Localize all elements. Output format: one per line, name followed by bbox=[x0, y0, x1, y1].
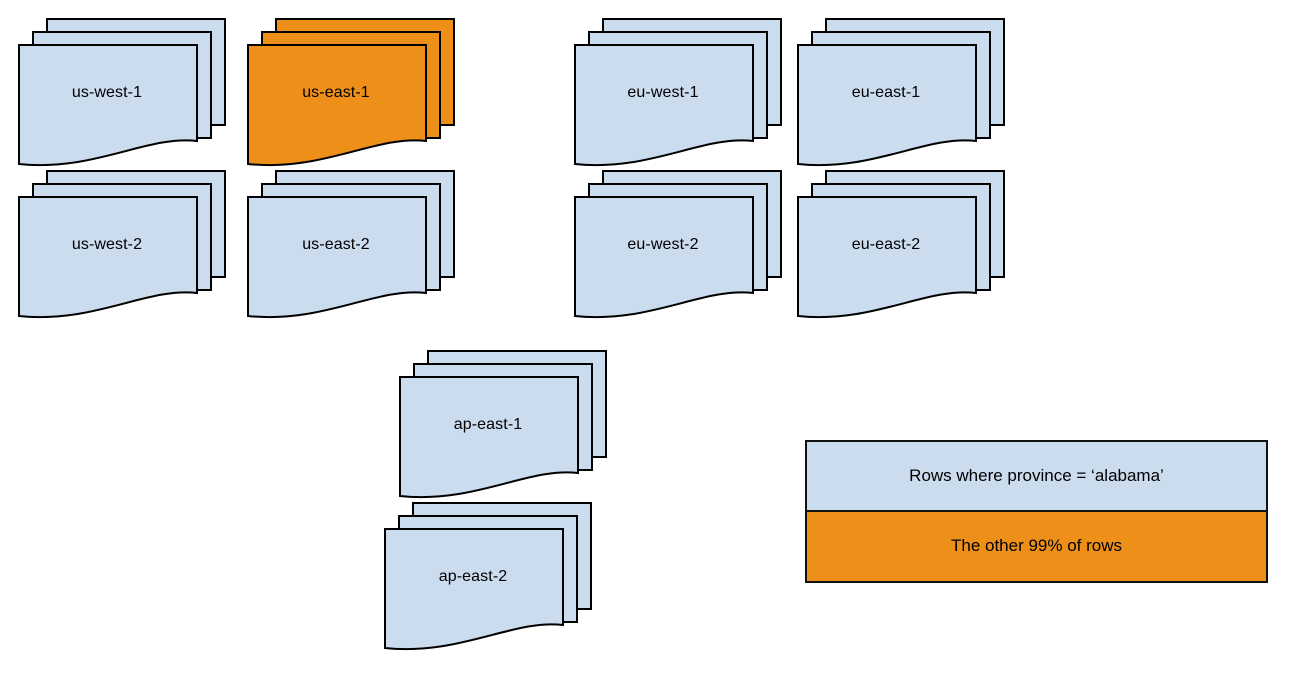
legend-label-rows-other: The other 99% of rows bbox=[950, 536, 1123, 556]
stack-sheet-front bbox=[797, 44, 977, 167]
region-stack-ap-east-1[interactable]: ap-east-1 bbox=[399, 350, 619, 520]
region-stack-eu-west-1[interactable]: eu-west-1 bbox=[574, 18, 794, 188]
legend-row-rows-matching: Rows where province = ‘alabama’ bbox=[807, 442, 1266, 512]
region-stack-us-west-1[interactable]: us-west-1 bbox=[18, 18, 238, 188]
region-stack-eu-east-2[interactable]: eu-east-2 bbox=[797, 170, 1017, 340]
region-stack-us-east-2[interactable]: us-east-2 bbox=[247, 170, 467, 340]
legend-label-rows-matching: Rows where province = ‘alabama’ bbox=[909, 465, 1164, 485]
stack-sheet-front bbox=[574, 196, 754, 319]
stack-sheet-front bbox=[574, 44, 754, 167]
stack-sheet-front bbox=[18, 196, 198, 319]
stack-sheet-front bbox=[797, 196, 977, 319]
region-stack-us-east-1[interactable]: us-east-1 bbox=[247, 18, 467, 188]
region-stack-eu-east-1[interactable]: eu-east-1 bbox=[797, 18, 1017, 188]
stack-sheet-front bbox=[247, 44, 427, 167]
legend: Rows where province = ‘alabama’ The othe… bbox=[805, 440, 1268, 583]
region-stack-eu-west-2[interactable]: eu-west-2 bbox=[574, 170, 794, 340]
stack-sheet-front bbox=[247, 196, 427, 319]
legend-row-rows-other: The other 99% of rows bbox=[807, 511, 1266, 581]
stack-sheet-front bbox=[18, 44, 198, 167]
stack-sheet-front bbox=[399, 376, 579, 499]
region-stack-ap-east-2[interactable]: ap-east-2 bbox=[384, 502, 604, 672]
stack-sheet-front bbox=[384, 528, 564, 651]
region-stack-us-west-2[interactable]: us-west-2 bbox=[18, 170, 238, 340]
